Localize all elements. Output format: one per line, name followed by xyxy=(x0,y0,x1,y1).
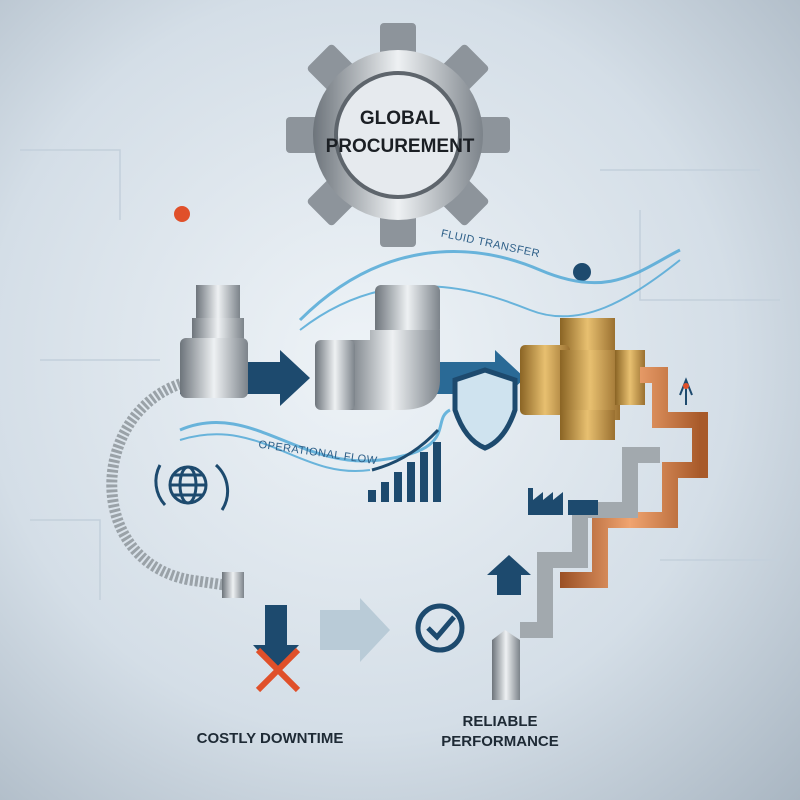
transition-arrow xyxy=(320,598,390,662)
factory-icon xyxy=(528,488,598,515)
globe-refresh-icon xyxy=(154,463,230,511)
costly-downtime-label: COSTLY DOWNTIME xyxy=(196,730,344,747)
gear-label: GLOBAL PROCUREMENT xyxy=(325,108,475,157)
down-arrow-icon xyxy=(253,605,299,670)
tee-fitting xyxy=(180,285,248,398)
hose-end-fitting xyxy=(222,572,244,598)
copper-pipe xyxy=(560,367,708,588)
cross-icon xyxy=(255,647,301,693)
steel-pipe xyxy=(520,447,660,638)
gear-icon xyxy=(286,23,510,247)
brass-cross-fitting xyxy=(520,318,645,440)
broken-pipe-icon xyxy=(492,630,520,700)
shield-icon xyxy=(452,367,518,451)
up-arrow-icon xyxy=(487,555,531,595)
navy-dot xyxy=(573,263,591,281)
bar-chart-growth-icon xyxy=(368,442,441,502)
braided-hose xyxy=(106,374,226,591)
circuit-background xyxy=(20,149,780,600)
elbow-fitting xyxy=(315,285,440,410)
orange-dot xyxy=(174,206,190,222)
reliable-performance-label: RELIABLE PERFORMANCE xyxy=(441,713,559,750)
check-circle-icon xyxy=(415,603,465,653)
